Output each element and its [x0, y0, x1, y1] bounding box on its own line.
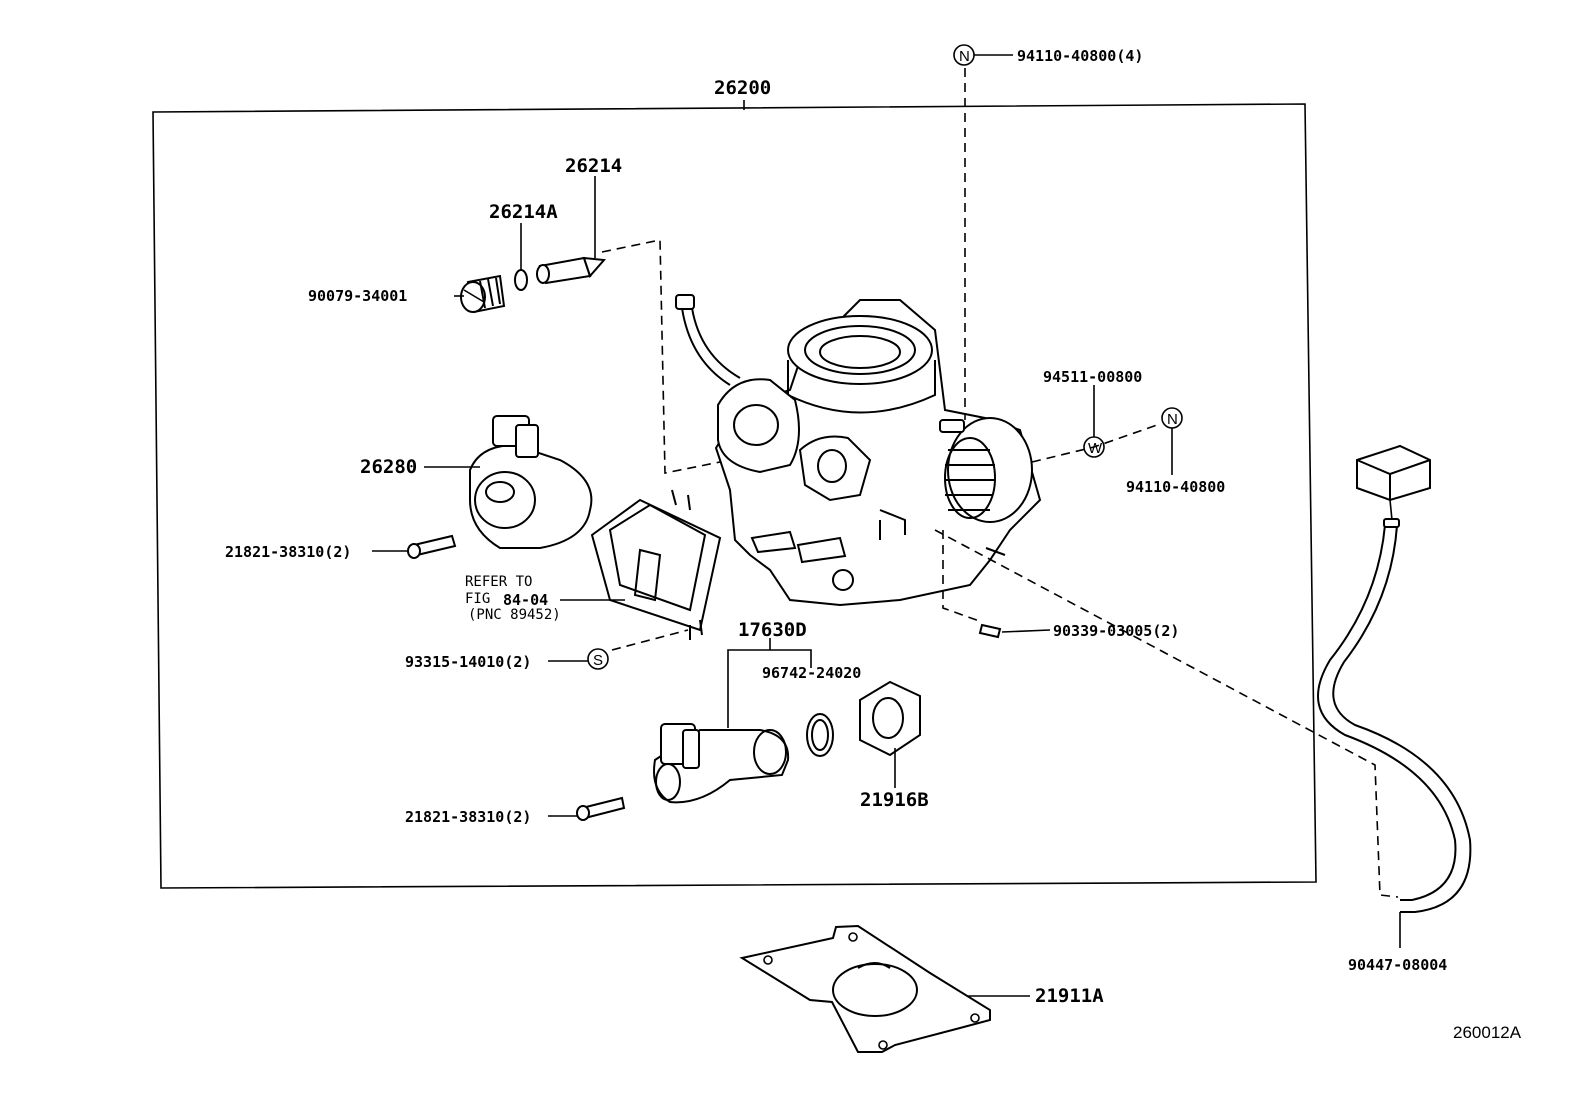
label-93315[interactable]: 93315-14010(2) — [405, 653, 531, 671]
label-21821-top[interactable]: 21821-38310(2) — [225, 543, 351, 561]
dash-26214-body — [601, 239, 721, 474]
label-96742[interactable]: 96742-24020 — [762, 664, 861, 682]
dash-hose — [934, 529, 1399, 898]
dash-s-screw — [611, 629, 689, 651]
idle-adjust-screw-26214 — [536, 256, 607, 285]
label-94110-right[interactable]: 94110-40800 — [1126, 478, 1225, 496]
screw-21821-bottom — [576, 796, 626, 821]
label-94110-top[interactable]: 94110-40800(4) — [1017, 47, 1143, 65]
figure-code: 260012A — [1453, 1023, 1522, 1042]
gasket-21911a — [739, 924, 991, 1053]
refer-line1: REFER TO — [465, 574, 532, 590]
s-symbol: S — [593, 652, 603, 669]
label-21911a[interactable]: 21911A — [1035, 985, 1104, 1007]
label-94511[interactable]: 94511-00800 — [1043, 368, 1142, 386]
label-26214[interactable]: 26214 — [565, 155, 622, 177]
vacuum-hose — [1317, 444, 1472, 913]
label-90447[interactable]: 90447-08004 — [1348, 956, 1447, 974]
assembly-frame — [152, 103, 1317, 889]
label-90079[interactable]: 90079-34001 — [308, 287, 407, 305]
o-ring-26214a — [514, 269, 528, 291]
s-symbol-circle — [587, 648, 609, 670]
label-21821-bottom[interactable]: 21821-38310(2) — [405, 808, 531, 826]
refer-line3: (PNC 89452) — [468, 607, 561, 623]
sensor-26280 — [469, 415, 593, 549]
label-26280[interactable]: 26280 — [360, 456, 417, 478]
label-17630d[interactable]: 17630D — [738, 619, 807, 641]
plug-90079 — [460, 274, 506, 314]
o-ring-96742-inner — [811, 719, 829, 751]
control-module — [590, 489, 722, 640]
label-90339[interactable]: 90339-03005(2) — [1053, 622, 1179, 640]
n-symbol-right: N — [1167, 411, 1178, 428]
label-26214a[interactable]: 26214A — [489, 201, 558, 223]
bracket-17630d — [727, 638, 812, 728]
dash-right-bolt — [1031, 423, 1161, 463]
throttle-body — [675, 294, 1042, 607]
label-21916b[interactable]: 21916B — [860, 789, 929, 811]
w-symbol: W — [1088, 440, 1103, 457]
pin-90339 — [978, 623, 1002, 639]
refer-line2b[interactable]: 84-04 — [503, 591, 548, 609]
gasket-21916b — [859, 680, 921, 757]
dash-90339 — [942, 530, 983, 623]
valve-17630d — [653, 723, 790, 804]
assembly-label[interactable]: 26200 — [714, 77, 771, 99]
refer-line2a: FIG — [465, 591, 490, 607]
screw-21821-top — [407, 534, 457, 559]
n-symbol-top: N — [959, 48, 970, 65]
leader-90339 — [1001, 629, 1051, 633]
